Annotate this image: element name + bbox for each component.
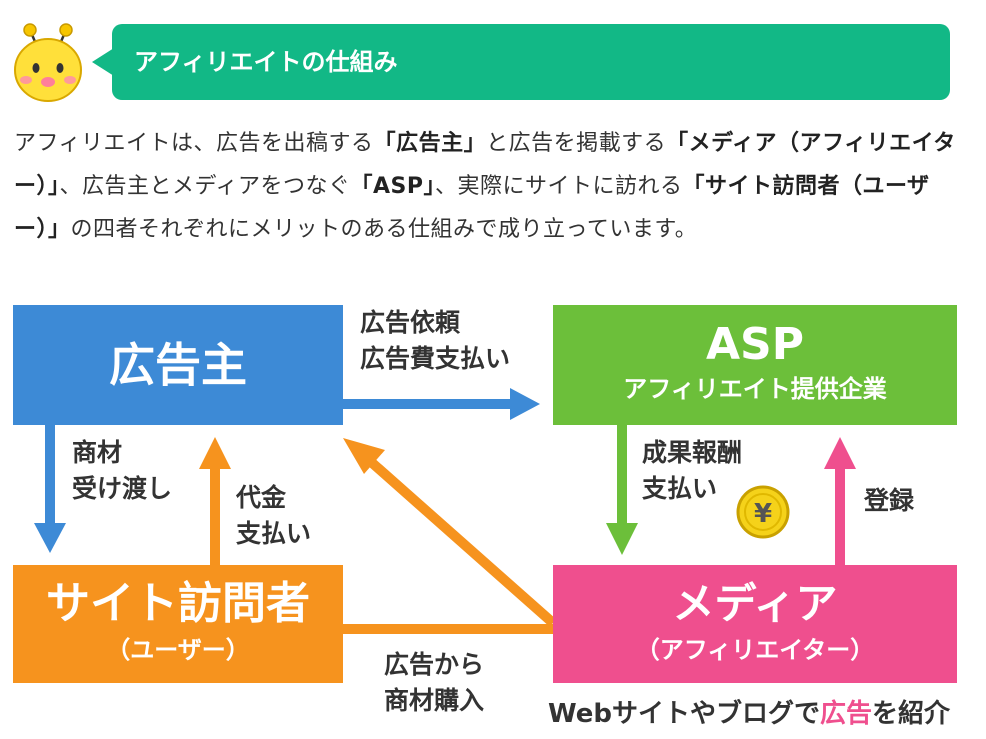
arrow-asp-to-media bbox=[606, 425, 638, 555]
advertiser-label: 広告主 bbox=[109, 338, 247, 392]
arrow-media-to-advertiser bbox=[343, 438, 557, 627]
intro-text-2: と広告を掲載する bbox=[486, 131, 667, 156]
label-reward-line2: 支払い bbox=[642, 474, 718, 503]
label-register: 登録 bbox=[864, 483, 914, 519]
header-bubble-tail bbox=[92, 48, 114, 76]
label-payment-line2: 支払い bbox=[236, 519, 312, 548]
label-ad-request-line1: 広告依頼 bbox=[360, 308, 461, 337]
label-payment-line1: 代金 bbox=[236, 483, 287, 512]
label-register-text: 登録 bbox=[864, 486, 915, 515]
svg-text:¥: ¥ bbox=[754, 499, 772, 529]
arrow-advertiser-to-visitor bbox=[34, 425, 66, 553]
label-reward-payment: 成果報酬 支払い bbox=[642, 435, 742, 507]
arrow-visitor-to-advertiser bbox=[199, 437, 231, 565]
label-ad-request: 広告依頼 広告費支払い bbox=[360, 305, 510, 377]
label-purchase-line1: 広告から bbox=[384, 650, 485, 679]
intro-text-5: の四者それぞれにメリットのある仕組みで成り立っています。 bbox=[70, 217, 698, 242]
intro-term-media: 「メディア（アフィリエイター）」 bbox=[14, 131, 956, 199]
intro-text-3: 、広告主とメディアをつなぐ bbox=[59, 174, 351, 199]
visitor-sublabel: （ユーザー） bbox=[106, 636, 250, 664]
intro-paragraph: アフィリエイトは、広告を出稿する「広告主」と広告を掲載する「メディア（アフィリエ… bbox=[14, 122, 964, 251]
label-goods-line2: 受け渡し bbox=[72, 474, 173, 503]
label-purchase: 広告から 商材購入 bbox=[384, 647, 484, 719]
label-goods-delivery: 商材 受け渡し bbox=[72, 435, 172, 507]
section-heading: アフィリエイトの仕組み bbox=[112, 24, 950, 100]
asp-sublabel: アフィリエイト提供企業 bbox=[623, 375, 887, 403]
media-box: メディア （アフィリエイター） bbox=[553, 565, 957, 683]
intro-text-1: アフィリエイトは、広告を出稿する bbox=[14, 131, 374, 156]
label-ad-request-line2: 広告費支払い bbox=[360, 344, 511, 373]
arrow-media-to-asp bbox=[824, 437, 856, 565]
label-reward-line1: 成果報酬 bbox=[642, 438, 743, 467]
intro-term-asp: 「ASP」 bbox=[350, 174, 435, 199]
visitor-label: サイト訪問者 bbox=[46, 578, 310, 629]
affiliate-diagram: ¥ 広告主 ASP アフィリエイト提供企業 サイト訪問者 （ユーザー） メディア… bbox=[0, 295, 986, 739]
label-purchase-line2: 商材購入 bbox=[384, 686, 485, 715]
media-label: メディア bbox=[672, 579, 838, 628]
caption-highlight: 広告 bbox=[820, 699, 873, 729]
arrow-advertiser-to-asp bbox=[343, 388, 540, 420]
caption-pre: Webサイトやブログで bbox=[548, 699, 820, 729]
intro-term-visitor: 「サイト訪問者（ユーザー）」 bbox=[14, 174, 930, 242]
label-payment: 代金 支払い bbox=[236, 480, 311, 552]
media-caption: Webサイトやブログで広告を紹介 bbox=[548, 693, 950, 730]
media-sublabel: （アフィリエイター） bbox=[635, 636, 875, 664]
visitor-box: サイト訪問者 （ユーザー） bbox=[13, 565, 343, 683]
caption-post: を紹介 bbox=[872, 699, 951, 729]
diagram-arrows: ¥ bbox=[34, 388, 856, 634]
yen-coin-icon: ¥ bbox=[736, 485, 790, 539]
bee-mascot-icon bbox=[14, 23, 82, 102]
asp-label: ASP bbox=[706, 319, 804, 370]
intro-term-advertiser: 「広告主」 bbox=[373, 131, 487, 156]
advertiser-box: 広告主 bbox=[13, 305, 343, 425]
label-goods-line1: 商材 bbox=[72, 438, 123, 467]
intro-text-4: 、実際にサイトに訪れる bbox=[434, 174, 683, 199]
asp-box: ASP アフィリエイト提供企業 bbox=[553, 305, 957, 425]
